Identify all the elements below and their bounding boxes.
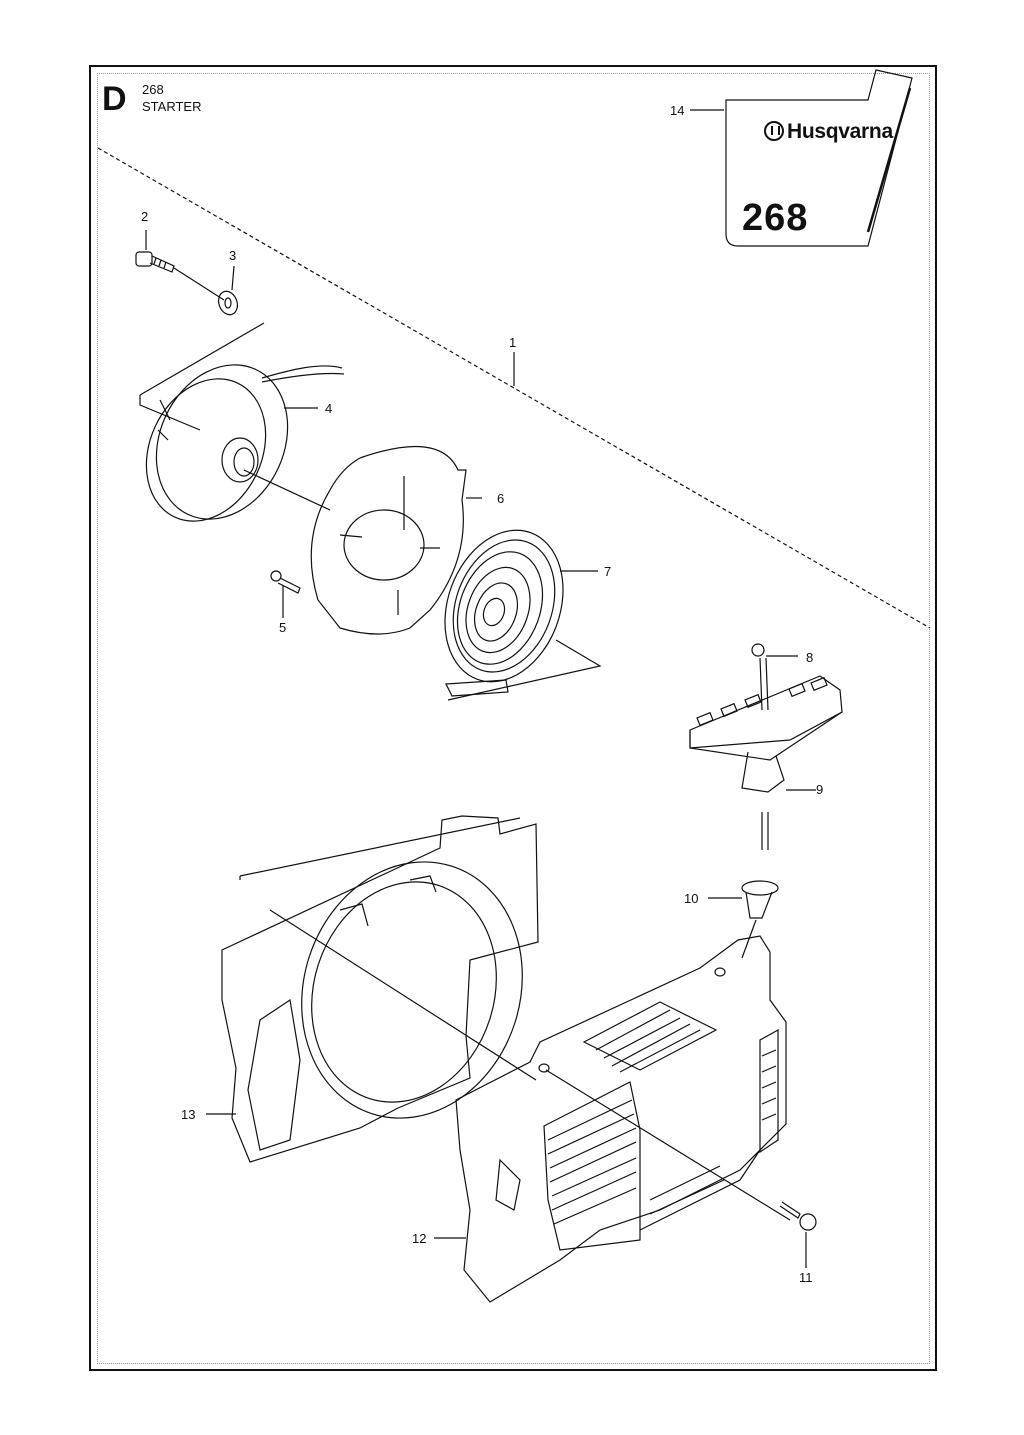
screw-11 xyxy=(779,1201,817,1268)
callout-9: 9 xyxy=(816,782,824,797)
husqvarna-crown-logo-icon xyxy=(764,121,784,141)
decal-outline xyxy=(725,69,913,247)
spring-cover-6 xyxy=(310,445,482,635)
callout-11: 11 xyxy=(799,1270,813,1285)
pulley-4 xyxy=(145,364,345,522)
bolt-2 xyxy=(135,251,225,301)
page-frame xyxy=(89,65,937,1371)
diagram-area xyxy=(97,73,930,1364)
callout-5: 5 xyxy=(279,620,287,635)
callout-10: 10 xyxy=(684,891,699,906)
section-letter: D xyxy=(102,80,127,118)
rope-guide-bushing-10 xyxy=(708,880,779,959)
section-model: 268 xyxy=(142,82,164,97)
callout-14: 14 xyxy=(670,103,685,118)
leader-3 xyxy=(231,265,235,291)
washer-3 xyxy=(217,290,239,316)
starter-plate-13 xyxy=(206,815,539,1163)
section-title: STARTER xyxy=(142,99,202,114)
rope-8 xyxy=(751,643,798,850)
decal-model-number: 268 xyxy=(742,197,809,239)
callout-13: 13 xyxy=(181,1107,196,1122)
callout-2: 2 xyxy=(141,209,149,224)
callout-1: 1 xyxy=(509,335,517,350)
recoil-spring-7 xyxy=(444,529,598,697)
starter-cover-12 xyxy=(434,935,791,1303)
callout-3: 3 xyxy=(229,248,237,263)
callout-12: 12 xyxy=(412,1231,427,1246)
screw-5 xyxy=(270,570,301,594)
starter-handle-9 xyxy=(689,675,843,793)
husqvarna-brand: Husqvarna xyxy=(764,120,893,144)
callout-7: 7 xyxy=(604,564,612,579)
callout-8: 8 xyxy=(806,650,814,665)
callout-4: 4 xyxy=(325,401,333,416)
assembly-boundary-line xyxy=(97,147,931,629)
callout-6: 6 xyxy=(497,491,505,506)
